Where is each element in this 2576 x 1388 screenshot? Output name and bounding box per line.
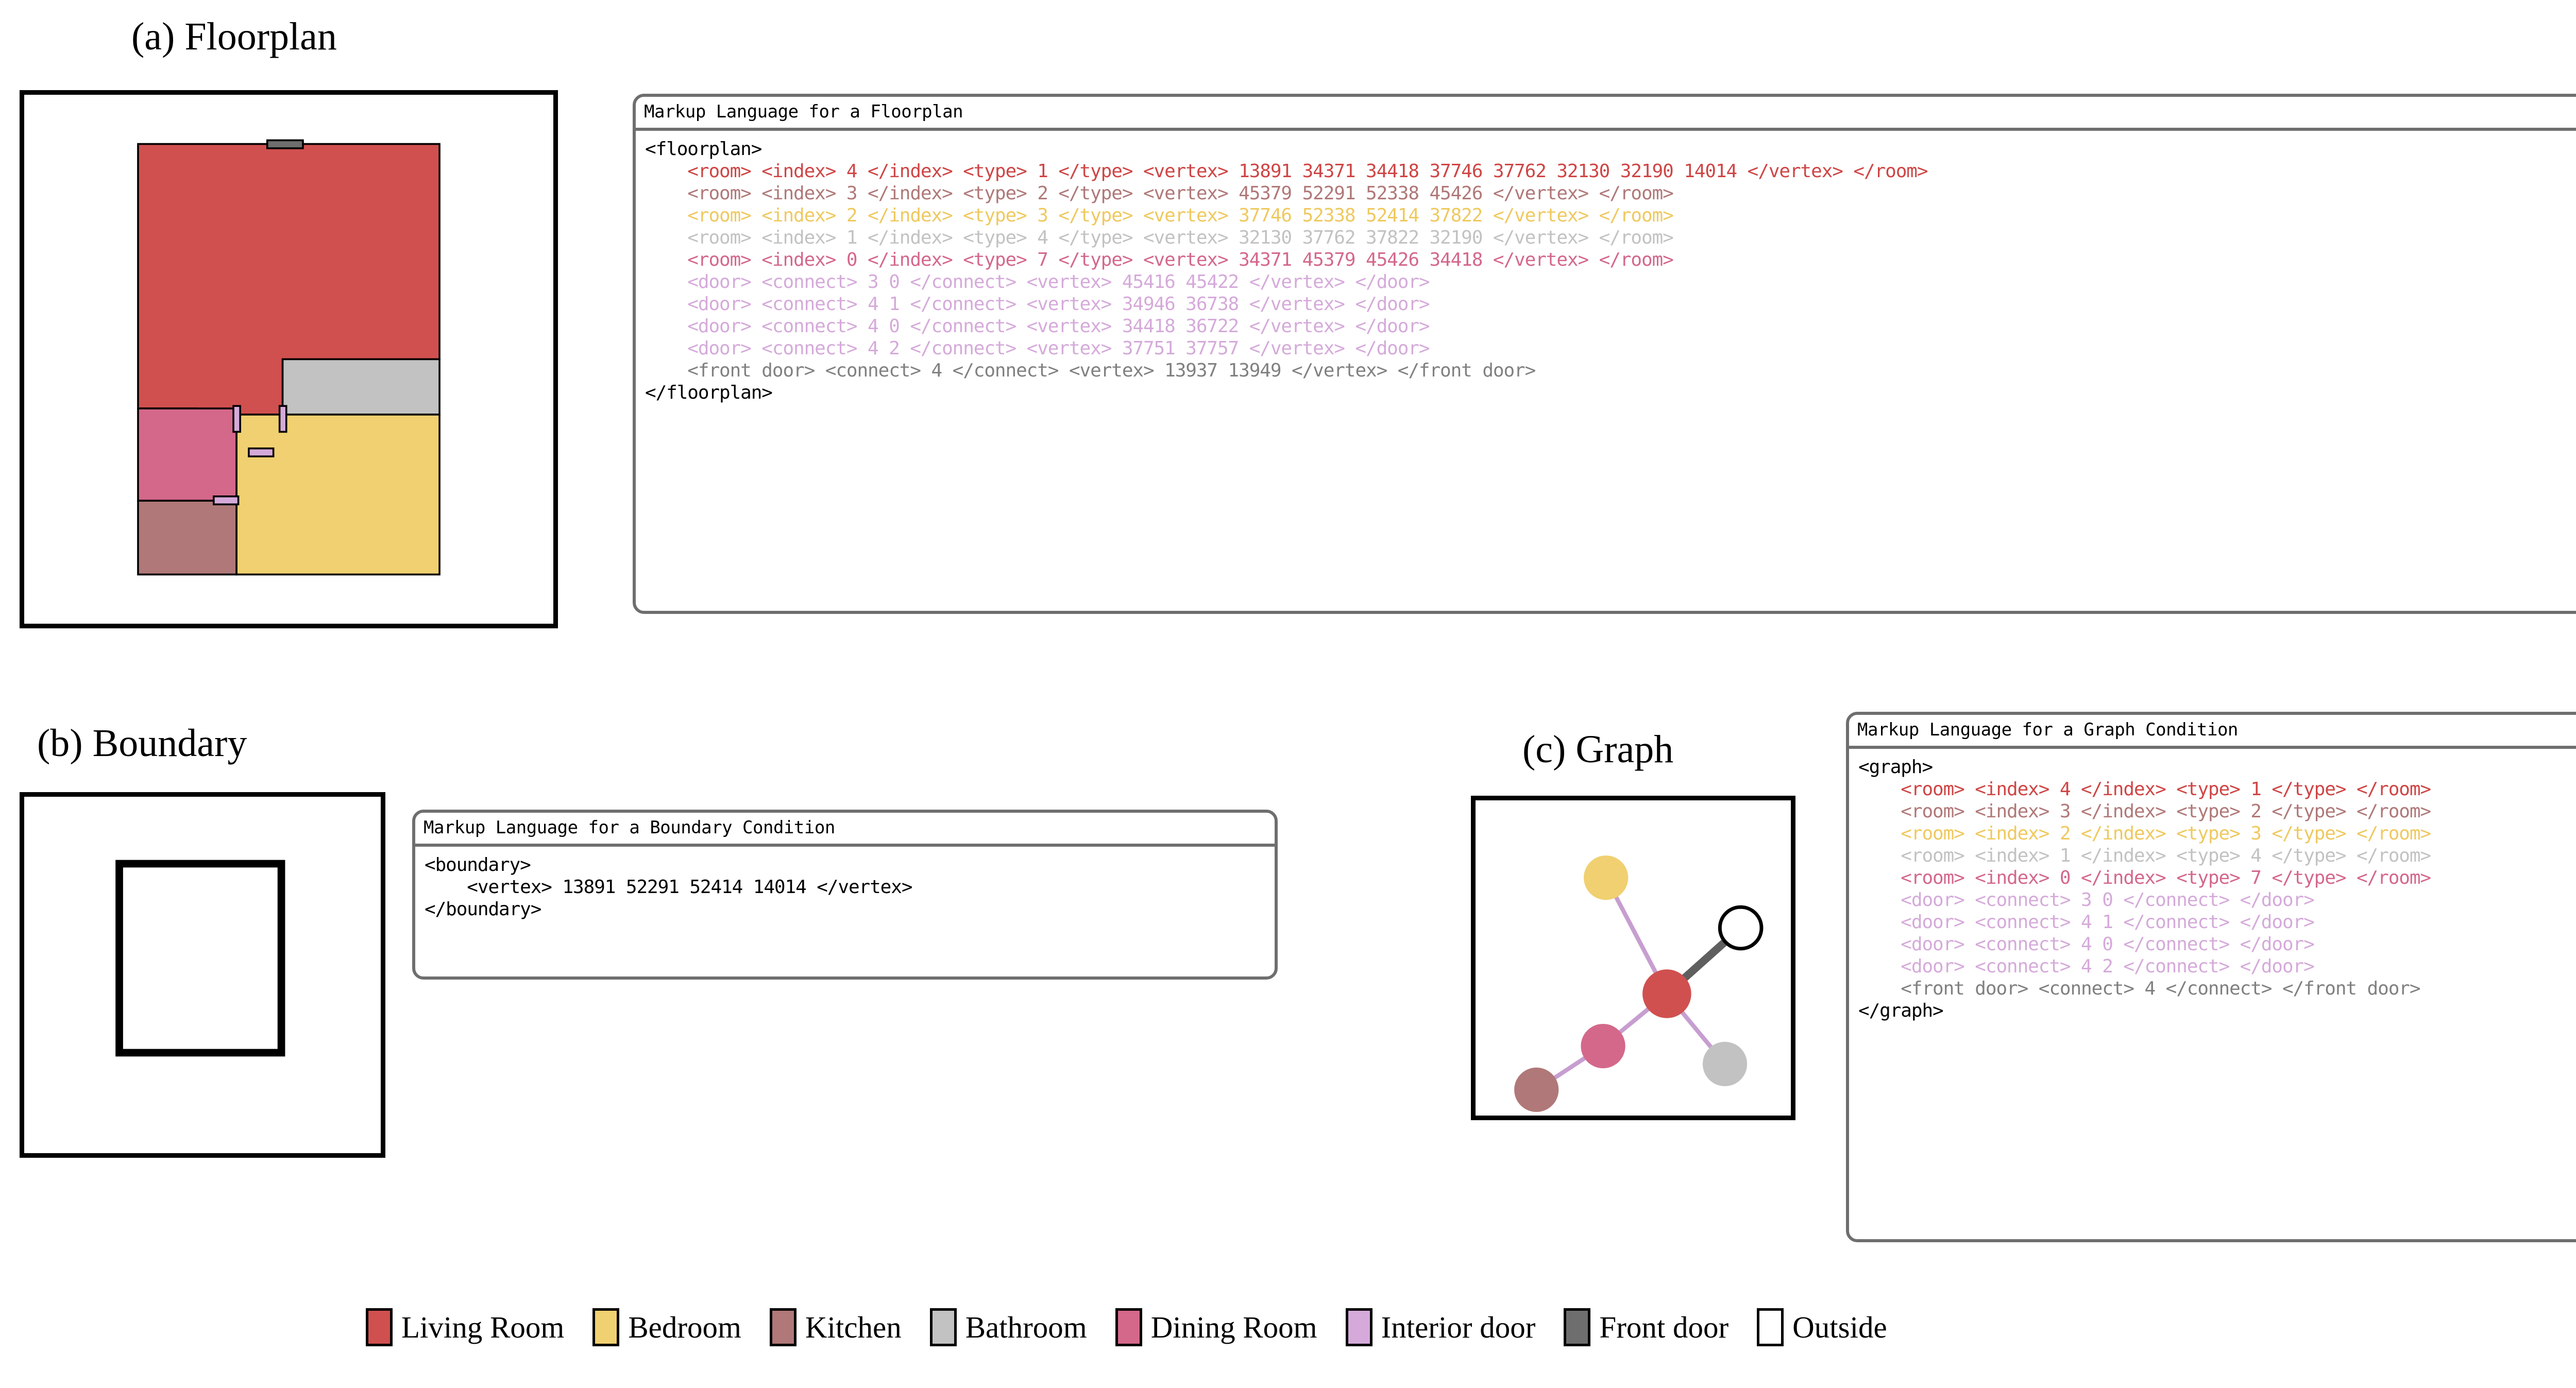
markup-line: <room> <index> 4 </index> <type> 1 </typ… [1858, 779, 2431, 800]
markup-line: <room> <index> 0 </index> <type> 7 </typ… [645, 249, 1673, 271]
floorplan-room-dining-room [137, 407, 238, 502]
legend-label: Bathroom [965, 1310, 1087, 1344]
markup-line: <door> <connect> 4 0 </connect> <vertex>… [645, 316, 1430, 337]
markup-line: <room> <index> 4 </index> <type> 1 </typ… [645, 161, 1928, 182]
markup-line: <room> <index> 2 </index> <type> 3 </typ… [1858, 823, 2431, 845]
legend-item: Kitchen [769, 1308, 902, 1346]
graph-card-title: Markup Language for a Graph Condition [1857, 719, 2238, 740]
markup-line: <graph> [1858, 757, 1933, 778]
boundary-markup-card: Markup Language for a Boundary Condition… [412, 810, 1278, 980]
legend-swatch [366, 1308, 393, 1346]
graph-node-living-room [1642, 969, 1691, 1018]
boundary-drawing [115, 860, 285, 1057]
floorplan-drawing [137, 139, 440, 576]
markup-line: <floorplan> [645, 139, 762, 160]
graph-image-frame [1471, 796, 1795, 1120]
markup-line: <door> <connect> 3 0 </connect> </door> [1858, 889, 2315, 911]
graph-drawing [1514, 855, 1764, 1112]
legend-item: Interior door [1345, 1308, 1536, 1346]
boundary-card-body: <boundary> <vertex> 13891 52291 52414 14… [415, 847, 1275, 929]
markup-line: <room> <index> 1 </index> <type> 4 </typ… [1858, 845, 2431, 867]
markup-line: <front door> <connect> 4 </connect> </fr… [1858, 978, 2420, 1000]
graph-node-bathroom [1702, 1041, 1748, 1086]
legend-label: Kitchen [805, 1310, 902, 1344]
floorplan-interior-door-4 [213, 495, 240, 506]
floorplan-card-body: <floorplan> <room> <index> 4 </index> <t… [636, 131, 2576, 412]
legend-item: Living Room [366, 1308, 564, 1346]
markup-line: <room> <index> 3 </index> <type> 2 </typ… [1858, 801, 2431, 822]
markup-line: <door> <connect> 4 0 </connect> </door> [1858, 934, 2315, 955]
boundary-card-header: Markup Language for a Boundary Condition [415, 813, 1275, 847]
markup-line: </graph> [1858, 1000, 1944, 1022]
graph-node-kitchen [1514, 1067, 1559, 1112]
panel-b-title: (b) Boundary [37, 722, 247, 765]
markup-line: </boundary> [425, 899, 541, 920]
graph-node-bedroom [1584, 855, 1629, 900]
panel-a-title: (a) Floorplan [131, 15, 337, 58]
markup-line: <boundary> [425, 854, 531, 876]
markup-line: <room> <index> 3 </index> <type> 2 </typ… [645, 183, 1673, 204]
legend-item: Bedroom [592, 1308, 741, 1346]
graph-card-header: Markup Language for a Graph Condition [1849, 715, 2576, 749]
floorplan-room-bedroom [235, 414, 440, 576]
floorplan-front-door [266, 139, 304, 149]
floorplan-card-header: Markup Language for a Floorplan [636, 97, 2576, 131]
legend-label: Interior door [1381, 1310, 1536, 1344]
graph-node-dining-room [1581, 1023, 1625, 1069]
markup-line: </floorplan> [645, 382, 773, 404]
legend-item: Front door [1564, 1308, 1728, 1346]
boundary-outline [115, 860, 285, 1057]
boundary-image-frame [20, 792, 385, 1158]
markup-line: <room> <index> 0 </index> <type> 7 </typ… [1858, 867, 2431, 889]
legend-label: Front door [1599, 1310, 1729, 1344]
legend-swatch [1757, 1308, 1784, 1346]
markup-line: <door> <connect> 4 1 </connect> <vertex>… [645, 294, 1430, 315]
legend-swatch [769, 1308, 796, 1346]
floorplan-interior-door-1 [232, 405, 241, 433]
legend-item: Bathroom [929, 1308, 1087, 1346]
legend-swatch [1345, 1308, 1372, 1346]
floorplan-room-bathroom [281, 358, 440, 416]
legend-label: Living Room [401, 1310, 565, 1344]
legend-item: Outside [1757, 1308, 1887, 1346]
boundary-card-title: Markup Language for a Boundary Condition [423, 817, 835, 838]
legend-label: Bedroom [628, 1310, 741, 1344]
markup-line: <room> <index> 2 </index> <type> 3 </typ… [645, 205, 1673, 227]
legend-label: Dining Room [1150, 1310, 1317, 1344]
graph-node-outside [1718, 905, 1764, 951]
legend-swatch [592, 1308, 620, 1346]
legend: Living Room Bedroom Kitchen Bathroom Dining … [366, 1308, 2530, 1346]
floorplan-interior-door-3 [248, 447, 275, 457]
graph-card-body: <graph> <room> <index> 4 </index> <type>… [1849, 749, 2576, 1030]
floorplan-markup-card: Markup Language for a Floorplan <floorpl… [633, 94, 2576, 614]
floorplan-interior-door-2 [278, 405, 287, 433]
floorplan-card-title: Markup Language for a Floorplan [644, 101, 963, 122]
legend-swatch [929, 1308, 957, 1346]
floorplan-image-frame [20, 90, 558, 628]
markup-line: <front door> <connect> 4 </connect> <ver… [645, 360, 1536, 382]
panel-c-title: (c) Graph [1522, 728, 1674, 771]
markup-line: <door> <connect> 4 2 </connect> </door> [1858, 956, 2315, 978]
floorplan-room-kitchen [137, 500, 238, 576]
legend-swatch [1564, 1308, 1591, 1346]
markup-line: <door> <connect> 3 0 </connect> <vertex>… [645, 271, 1430, 293]
legend-label: Outside [1792, 1310, 1887, 1344]
markup-line: <room> <index> 1 </index> <type> 4 </typ… [645, 227, 1673, 249]
graph-markup-card: Markup Language for a Graph Condition <g… [1846, 712, 2576, 1242]
markup-line: <door> <connect> 4 1 </connect> </door> [1858, 912, 2315, 933]
markup-line: <door> <connect> 4 2 </connect> <vertex>… [645, 338, 1430, 359]
markup-line: <vertex> 13891 52291 52414 14014 </verte… [425, 877, 912, 898]
legend-swatch [1115, 1308, 1142, 1346]
legend-item: Dining Room [1115, 1308, 1317, 1346]
